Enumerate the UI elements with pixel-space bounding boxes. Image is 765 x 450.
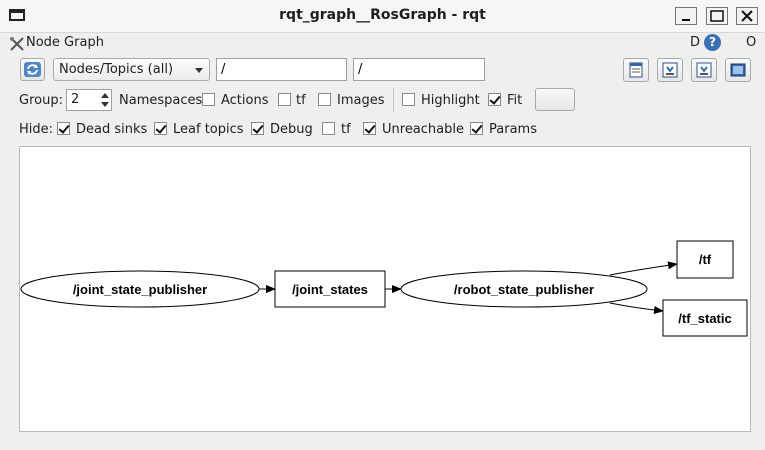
graph-topic-label: /tf_static bbox=[678, 311, 731, 326]
chevron-down-icon bbox=[195, 68, 203, 73]
save-dot-icon bbox=[662, 62, 678, 78]
window-icon bbox=[9, 9, 25, 21]
namespaces-label: Namespaces bbox=[119, 93, 203, 108]
unreachable-label: Unreachable bbox=[382, 122, 464, 137]
hide-tf-checkbox[interactable] bbox=[322, 122, 335, 135]
save-image-button[interactable] bbox=[725, 58, 751, 82]
save-svg-button[interactable] bbox=[691, 58, 717, 82]
edge-rsp-to-tf-static bbox=[609, 302, 664, 314]
graph-type-value: Nodes/Topics (all) bbox=[59, 62, 174, 77]
actions-checkbox[interactable] bbox=[202, 93, 215, 106]
minimize-button[interactable] bbox=[675, 7, 697, 25]
close-plugin-button[interactable]: O bbox=[746, 35, 757, 50]
actions-label: Actions bbox=[221, 93, 269, 108]
load-file-icon bbox=[629, 62, 643, 78]
debug-label: Debug bbox=[270, 122, 313, 137]
tools-icon bbox=[10, 37, 24, 51]
spin-down-icon[interactable] bbox=[101, 102, 109, 107]
hide-label: Hide: bbox=[19, 122, 54, 137]
spin-up-icon[interactable] bbox=[101, 93, 109, 98]
graph-topic-tf[interactable] bbox=[676, 240, 734, 279]
toolbar-separator bbox=[393, 88, 394, 112]
group-label: Group: bbox=[19, 93, 63, 108]
save-dot-button[interactable] bbox=[657, 58, 683, 82]
close-button[interactable] bbox=[736, 7, 758, 25]
fit-view-button[interactable] bbox=[535, 88, 575, 111]
images-checkbox[interactable] bbox=[318, 93, 331, 106]
dead-sinks-label: Dead sinks bbox=[76, 122, 148, 137]
graph-topic-label: /tf bbox=[699, 252, 712, 267]
edge-rsp-to-tf bbox=[609, 261, 678, 276]
refresh-button[interactable] bbox=[20, 58, 45, 81]
refresh-icon bbox=[24, 62, 41, 77]
dead-sinks-checkbox[interactable] bbox=[57, 122, 70, 135]
graph-topic-joint-states[interactable] bbox=[274, 270, 386, 308]
group-tf-label: tf bbox=[296, 93, 306, 108]
window-titlebar[interactable]: rqt_graph__RosGraph - rqt bbox=[0, 0, 765, 33]
fit-label: Fit bbox=[507, 93, 523, 108]
plugin-header: Node Graph D ? O bbox=[0, 33, 765, 53]
hide-tf-label: tf bbox=[341, 122, 351, 137]
unreachable-checkbox[interactable] bbox=[363, 122, 376, 135]
debug-checkbox[interactable] bbox=[251, 122, 264, 135]
highlight-label: Highlight bbox=[421, 93, 480, 108]
fit-checkbox[interactable] bbox=[488, 93, 501, 106]
image-icon bbox=[730, 63, 746, 77]
graph-node-joint-state-publisher[interactable] bbox=[20, 270, 260, 308]
maximize-button[interactable] bbox=[706, 7, 728, 25]
close-icon bbox=[741, 10, 753, 22]
node-filter-input[interactable] bbox=[216, 58, 347, 81]
load-dot-button[interactable] bbox=[623, 58, 649, 82]
save-svg-icon bbox=[696, 62, 712, 78]
plugin-title: Node Graph bbox=[26, 35, 104, 50]
params-checkbox[interactable] bbox=[470, 122, 483, 135]
help-icon[interactable]: ? bbox=[704, 34, 721, 51]
graph-type-combo[interactable]: Nodes/Topics (all) bbox=[53, 58, 210, 81]
graph-canvas[interactable]: /joint_state_publisher /joint_states /ro… bbox=[19, 146, 751, 432]
graph-node-label: /joint_state_publisher bbox=[73, 282, 207, 297]
graph-topic-tf-static[interactable] bbox=[662, 299, 748, 337]
group-tf-checkbox[interactable] bbox=[278, 93, 291, 106]
graph-node-label: /robot_state_publisher bbox=[454, 282, 594, 297]
maximize-icon bbox=[710, 10, 724, 22]
ros-graph[interactable]: /joint_state_publisher /joint_states /ro… bbox=[20, 147, 750, 431]
group-spinbox[interactable]: 2 bbox=[66, 89, 112, 111]
graph-node-robot-state-publisher[interactable] bbox=[400, 270, 648, 308]
window-title: rqt_graph__RosGraph - rqt bbox=[279, 7, 486, 23]
graph-topic-label: /joint_states bbox=[292, 282, 368, 297]
images-label: Images bbox=[337, 93, 385, 108]
leaf-topics-checkbox[interactable] bbox=[154, 122, 167, 135]
leaf-topics-label: Leaf topics bbox=[173, 122, 244, 137]
minimize-icon bbox=[682, 19, 690, 21]
highlight-checkbox[interactable] bbox=[402, 93, 415, 106]
dock-button[interactable]: D bbox=[690, 35, 701, 50]
topic-filter-input[interactable] bbox=[353, 58, 485, 81]
params-label: Params bbox=[489, 122, 537, 137]
group-value: 2 bbox=[71, 92, 80, 107]
